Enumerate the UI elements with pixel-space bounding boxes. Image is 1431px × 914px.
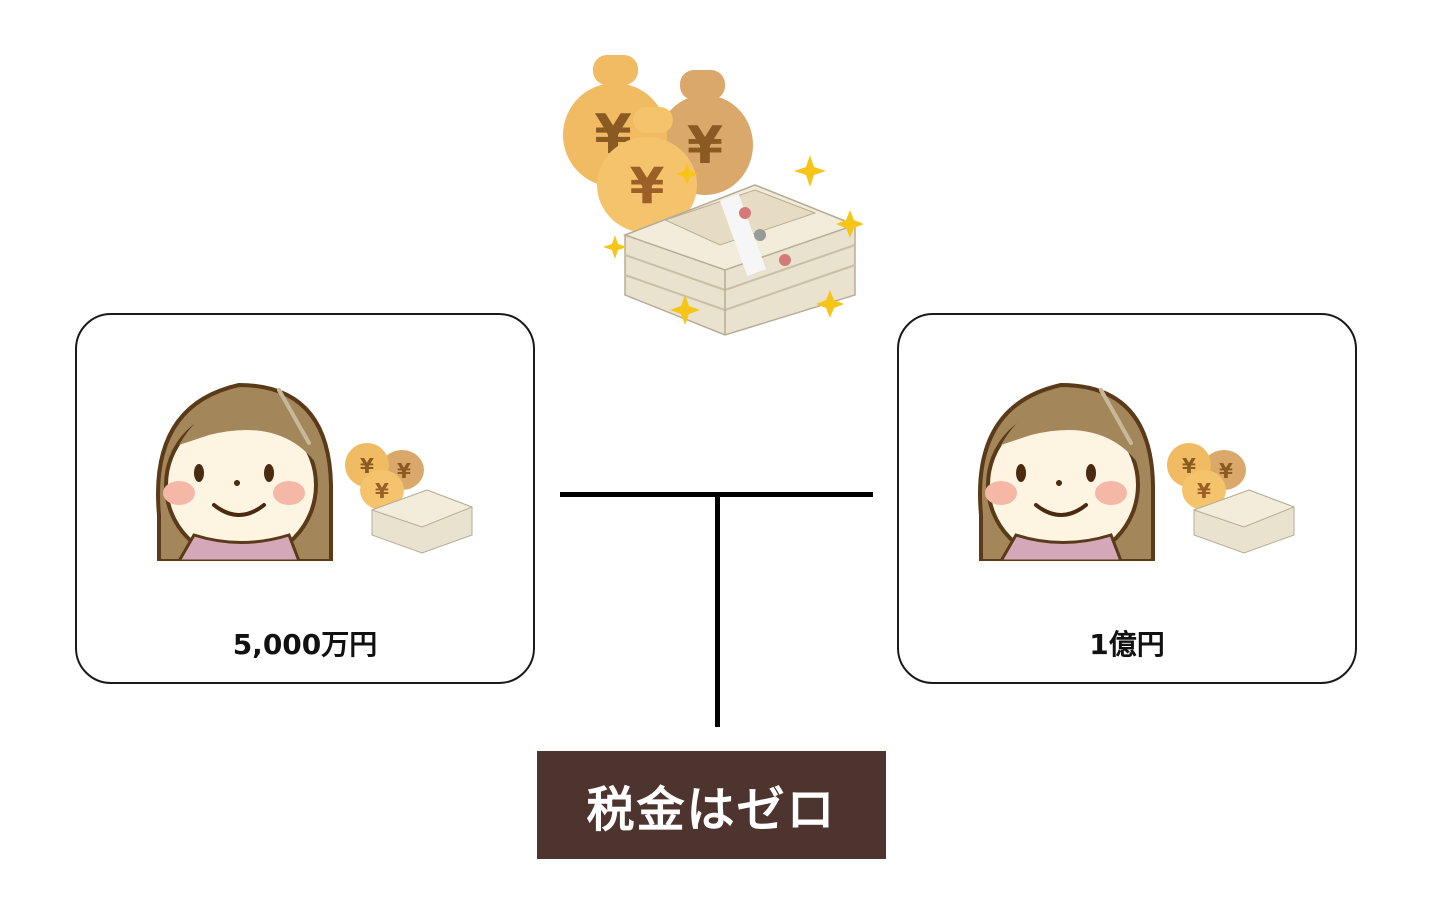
connector-vertical [715,495,720,727]
woman-avatar-icon [978,382,1155,561]
svg-text:¥: ¥ [1182,454,1196,478]
banknote-stacks [622,184,858,336]
woman-avatar-icon [156,382,333,561]
result-box: 税金はゼロ [537,751,886,859]
money-pile-icon: ¥ ¥ ¥ [563,55,864,336]
small-money-pile-icon: ¥ ¥ ¥ [1167,443,1296,554]
svg-text:¥: ¥ [630,157,665,215]
svg-text:¥: ¥ [1197,479,1211,503]
small-money-pile-icon: ¥ ¥ ¥ [345,443,474,554]
svg-text:¥: ¥ [687,116,723,176]
svg-text:¥: ¥ [397,459,411,483]
svg-text:¥: ¥ [360,454,374,478]
amount-label: 5,000万円 [232,628,378,661]
money-bag-front: ¥ [597,107,697,233]
svg-text:¥: ¥ [1219,459,1233,483]
svg-text:¥: ¥ [375,479,389,503]
sparkle-icons [603,155,864,325]
right-person-card: ¥ ¥ ¥ 1億円 [897,313,1357,684]
left-person-card: ¥ ¥ ¥ 5,000万円 [75,313,535,684]
connector-horizontal [560,492,873,497]
result-label: 税金はゼロ [586,782,837,838]
amount-label: 1億円 [1089,628,1165,661]
money-bag-back: ¥ [657,70,753,195]
